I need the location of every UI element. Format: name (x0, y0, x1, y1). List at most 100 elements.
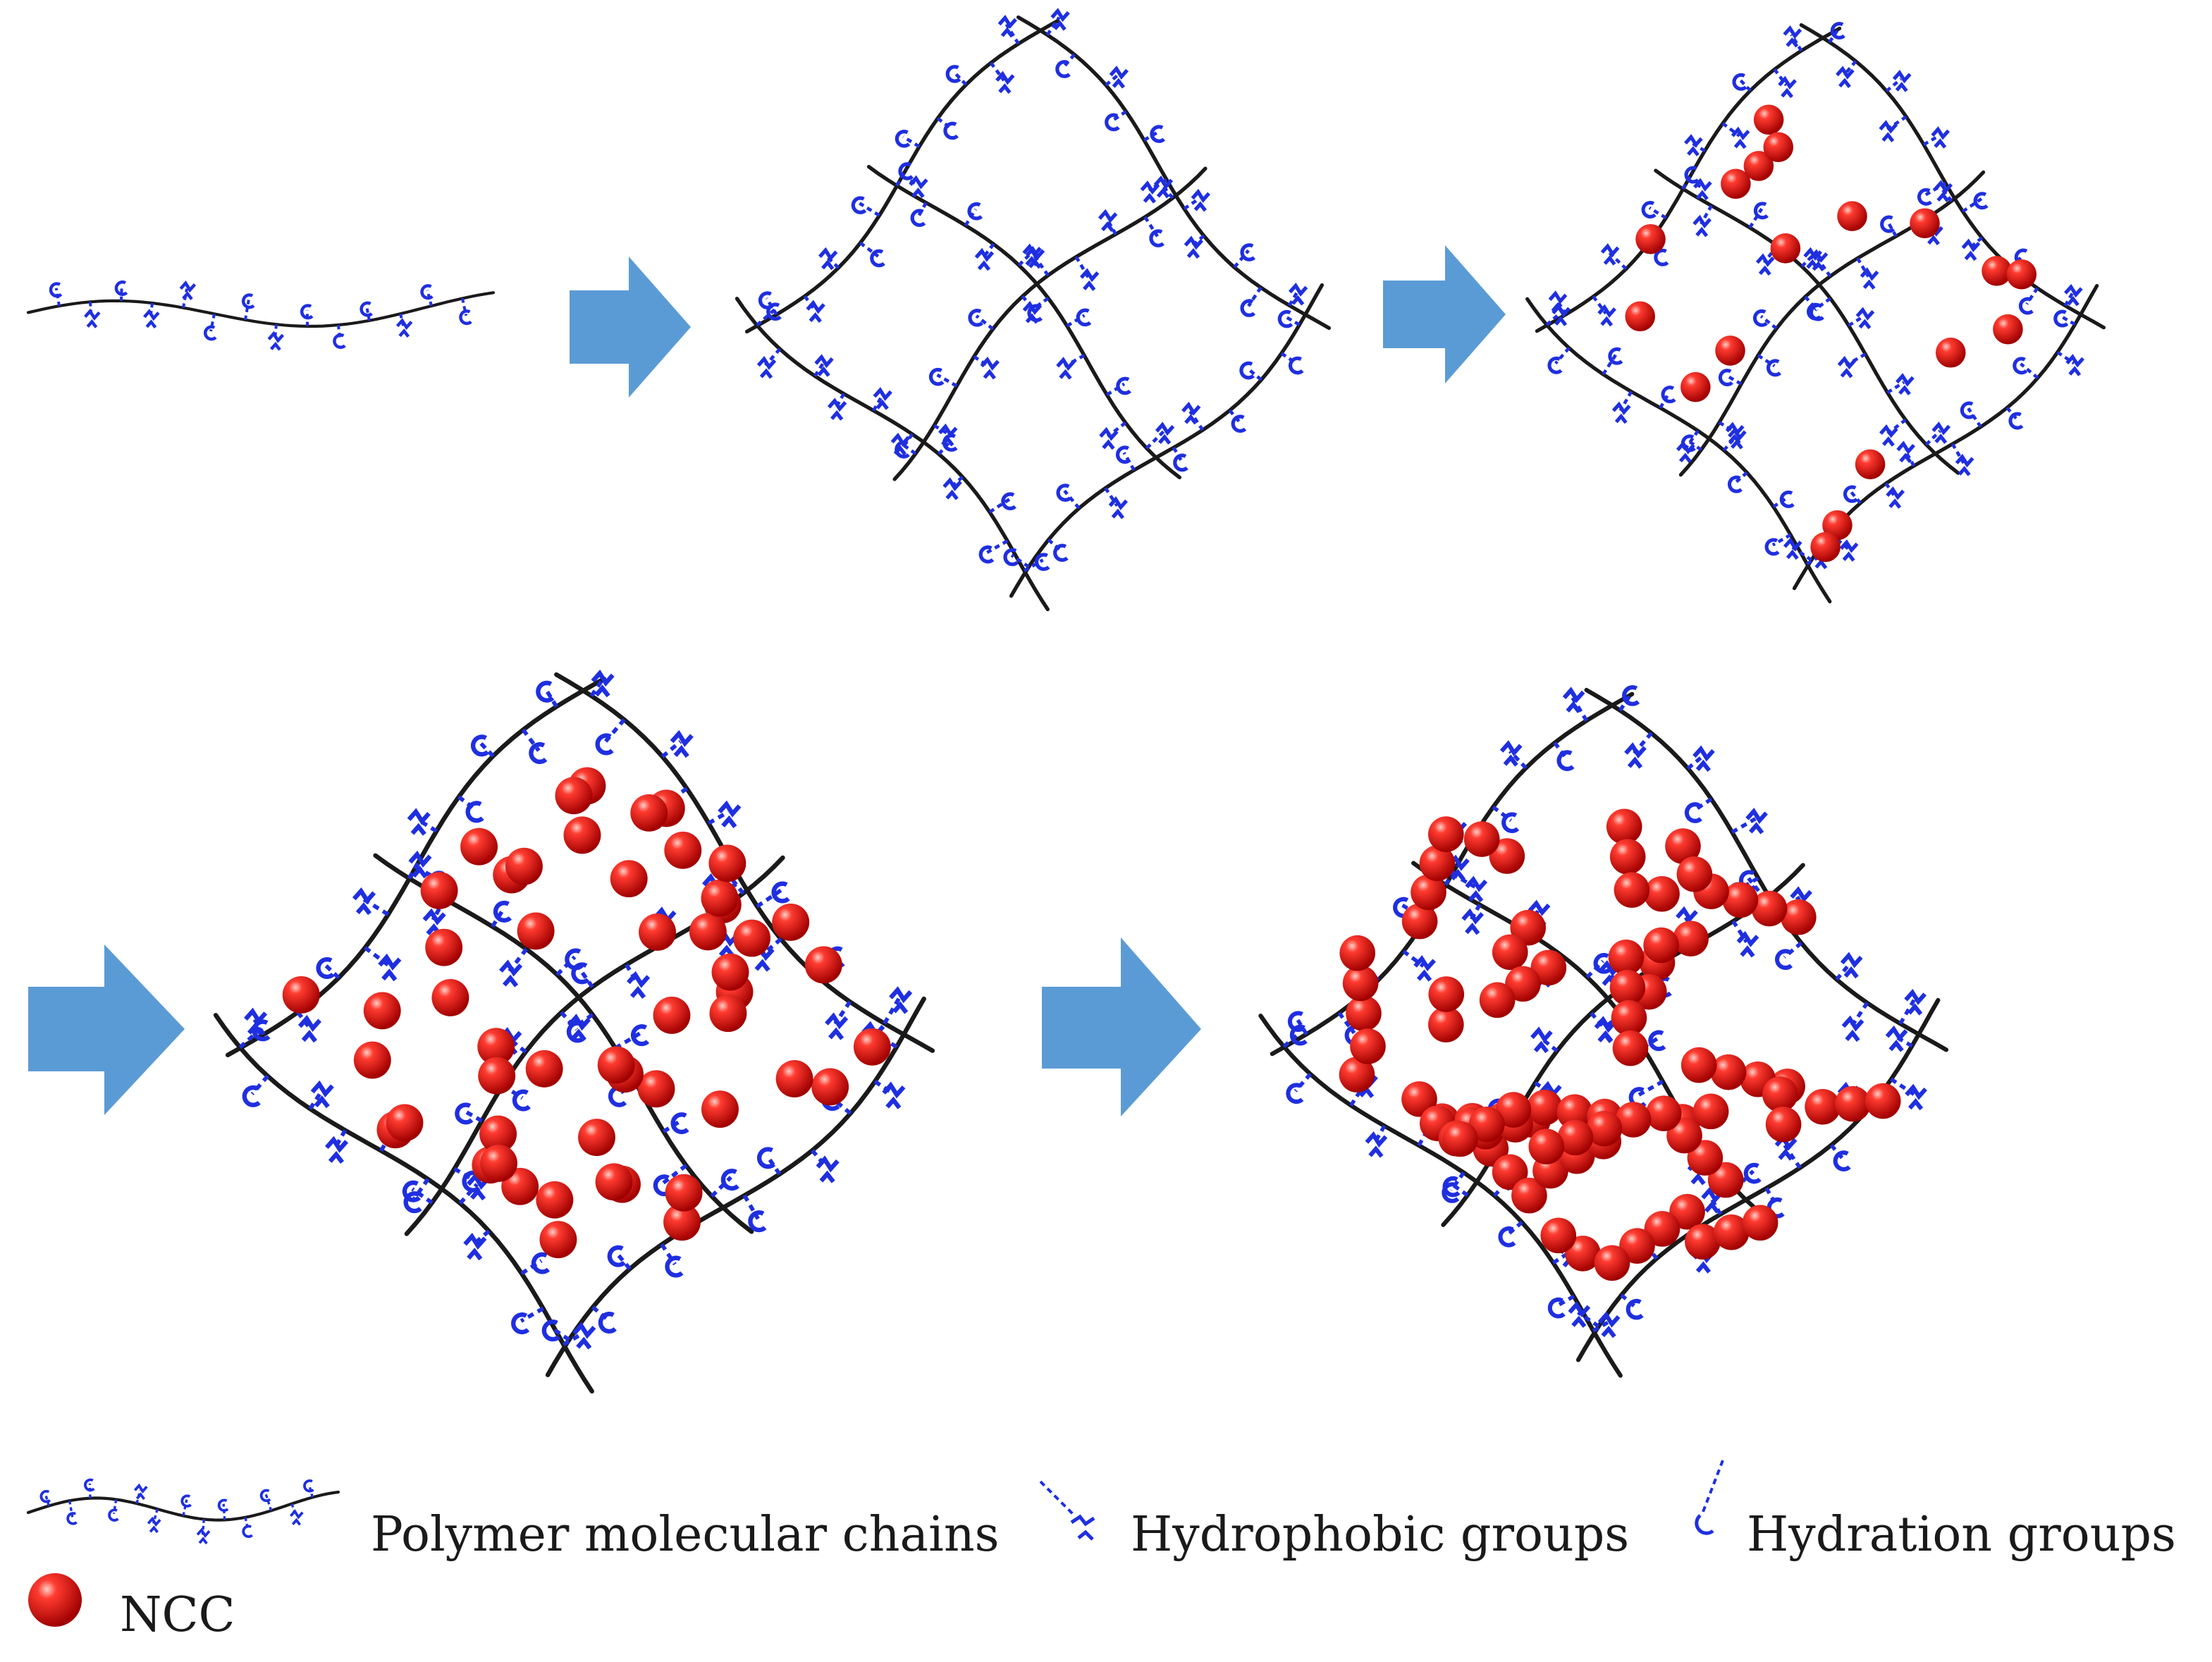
hydrophobic-group-icon (1678, 453, 1692, 463)
ncc-sphere (664, 831, 702, 869)
hydrophobic-group-icon (378, 953, 402, 971)
ncc-sphere (1805, 1088, 1841, 1125)
hydration-group-icon (66, 1512, 78, 1525)
hydrophobic-group-icon (147, 1516, 161, 1527)
ncc-sphere (595, 1163, 633, 1201)
hydrophobic-group-icon (892, 1001, 909, 1014)
hydrophobic-group-icon (998, 83, 1012, 94)
group-link (1106, 382, 1126, 397)
group-link (2020, 362, 2039, 379)
hydrophobic-group-icon (133, 1483, 148, 1494)
ncc-sphere (1864, 1083, 1901, 1119)
group-link (1659, 391, 1671, 409)
group-link (1790, 33, 1803, 52)
hydrophobic-group-icon (1695, 1261, 1712, 1274)
group-link (830, 1096, 852, 1115)
hydrophobic-group-icon (1676, 441, 1695, 455)
group-link (833, 1000, 852, 1026)
group-link (463, 1109, 483, 1123)
ncc-sphere (1342, 965, 1379, 1002)
hydrophobic-group-icon (1413, 955, 1436, 972)
group-link (1726, 374, 1743, 386)
hydrophobic-group-icon (1888, 498, 1902, 509)
hydrophobic-group-icon (182, 291, 193, 300)
polymer-chain (373, 853, 754, 1234)
hydration-group-icon (1149, 229, 1165, 247)
polymer-network-medium-ncc (213, 670, 935, 1394)
ncc-sphere (1611, 999, 1647, 1036)
ncc-sphere (1540, 1217, 1577, 1254)
ncc-sphere (1713, 1214, 1750, 1250)
group-link (1506, 1221, 1523, 1236)
hydrophobic-group-icon (1696, 190, 1709, 201)
group-link (1553, 741, 1568, 760)
ncc-sphere (811, 1068, 849, 1106)
group-link (308, 1090, 323, 1110)
ncc-sphere (709, 995, 747, 1033)
ncc-sphere (1680, 371, 1711, 402)
hydration-group-icon (1115, 445, 1131, 464)
hydrophobic-group-icon (267, 331, 285, 343)
hydration-group-icon (1286, 1083, 1304, 1104)
hydrophobic-group-icon (567, 1014, 591, 1031)
hydrophobic-group-icon (890, 432, 911, 447)
hydrophobic-group-icon (817, 366, 830, 377)
ncc-sphere (1609, 969, 1646, 1006)
group-link (1637, 1079, 1664, 1097)
ncc-sphere (639, 913, 676, 951)
hydrophobic-group-icon (1503, 754, 1518, 767)
hydration-group-icon (928, 367, 945, 386)
group-link (250, 1074, 269, 1095)
hydrophobic-group-icon (591, 670, 615, 687)
legend-label-hydrophobic: Hydrophobic groups (1131, 1507, 1629, 1563)
hydrophobic-group-icon (977, 260, 991, 271)
hydration-group-icon (459, 309, 472, 326)
hydrophobic-group-icon (1603, 255, 1616, 266)
group-link (1545, 312, 1561, 326)
group-link (457, 795, 477, 811)
hydration-group-icon (1626, 1298, 1644, 1320)
hydrophobic-group-icon (1895, 373, 1915, 387)
hydrophobic-group-icon (670, 730, 694, 747)
hydration-group-icon (1661, 386, 1676, 404)
group-link (2063, 292, 2074, 307)
group-link (1143, 130, 1160, 142)
hydration-group-icon (1056, 484, 1072, 502)
ncc-sphere (1495, 1092, 1532, 1128)
group-link (1285, 315, 1301, 326)
hydration-group-icon (670, 1112, 689, 1135)
hydrophobic-group-icon (942, 477, 962, 491)
group-link (1247, 286, 1262, 307)
hydration-group-icon (242, 1085, 261, 1107)
group-link (1856, 257, 1870, 278)
hydration-group-icon (511, 1312, 530, 1335)
group-link (2025, 287, 2039, 305)
hydration-group-icon (598, 1312, 617, 1334)
ncc-sphere (1765, 1106, 1802, 1143)
group-link (1731, 920, 1748, 944)
group-link (1104, 487, 1119, 507)
hydrophobic-group-icon (1693, 178, 1712, 192)
ncc-sphere (1411, 874, 1446, 911)
group-link (1709, 1197, 1723, 1216)
ncc-sphere (363, 992, 401, 1030)
hydration-group-icon (1684, 802, 1702, 823)
group-link (883, 997, 902, 1025)
hydrophobic-group-icon (1786, 549, 1799, 560)
ncc-sphere (386, 1104, 424, 1142)
hydrophobic-group-icon (1291, 295, 1305, 306)
hydrophobic-group-icon (352, 887, 376, 904)
ncc-sphere (1615, 1102, 1652, 1138)
hydrophobic-group-icon (819, 1170, 835, 1183)
ncc-sphere (1428, 976, 1465, 1012)
group-link (244, 1517, 250, 1531)
hydration-group-icon (1622, 685, 1640, 706)
ncc-sphere (804, 946, 842, 984)
hydration-group-icon (303, 1479, 314, 1493)
hydrophobic-group-icon (1758, 265, 1771, 276)
hydration-group-icon (2053, 309, 2069, 328)
hydrophobic-group-icon (1731, 439, 1743, 450)
hydration-group-icon (1807, 302, 1822, 321)
hydrophobic-group-icon (1695, 759, 1712, 772)
hydration-group-icon (945, 65, 961, 83)
